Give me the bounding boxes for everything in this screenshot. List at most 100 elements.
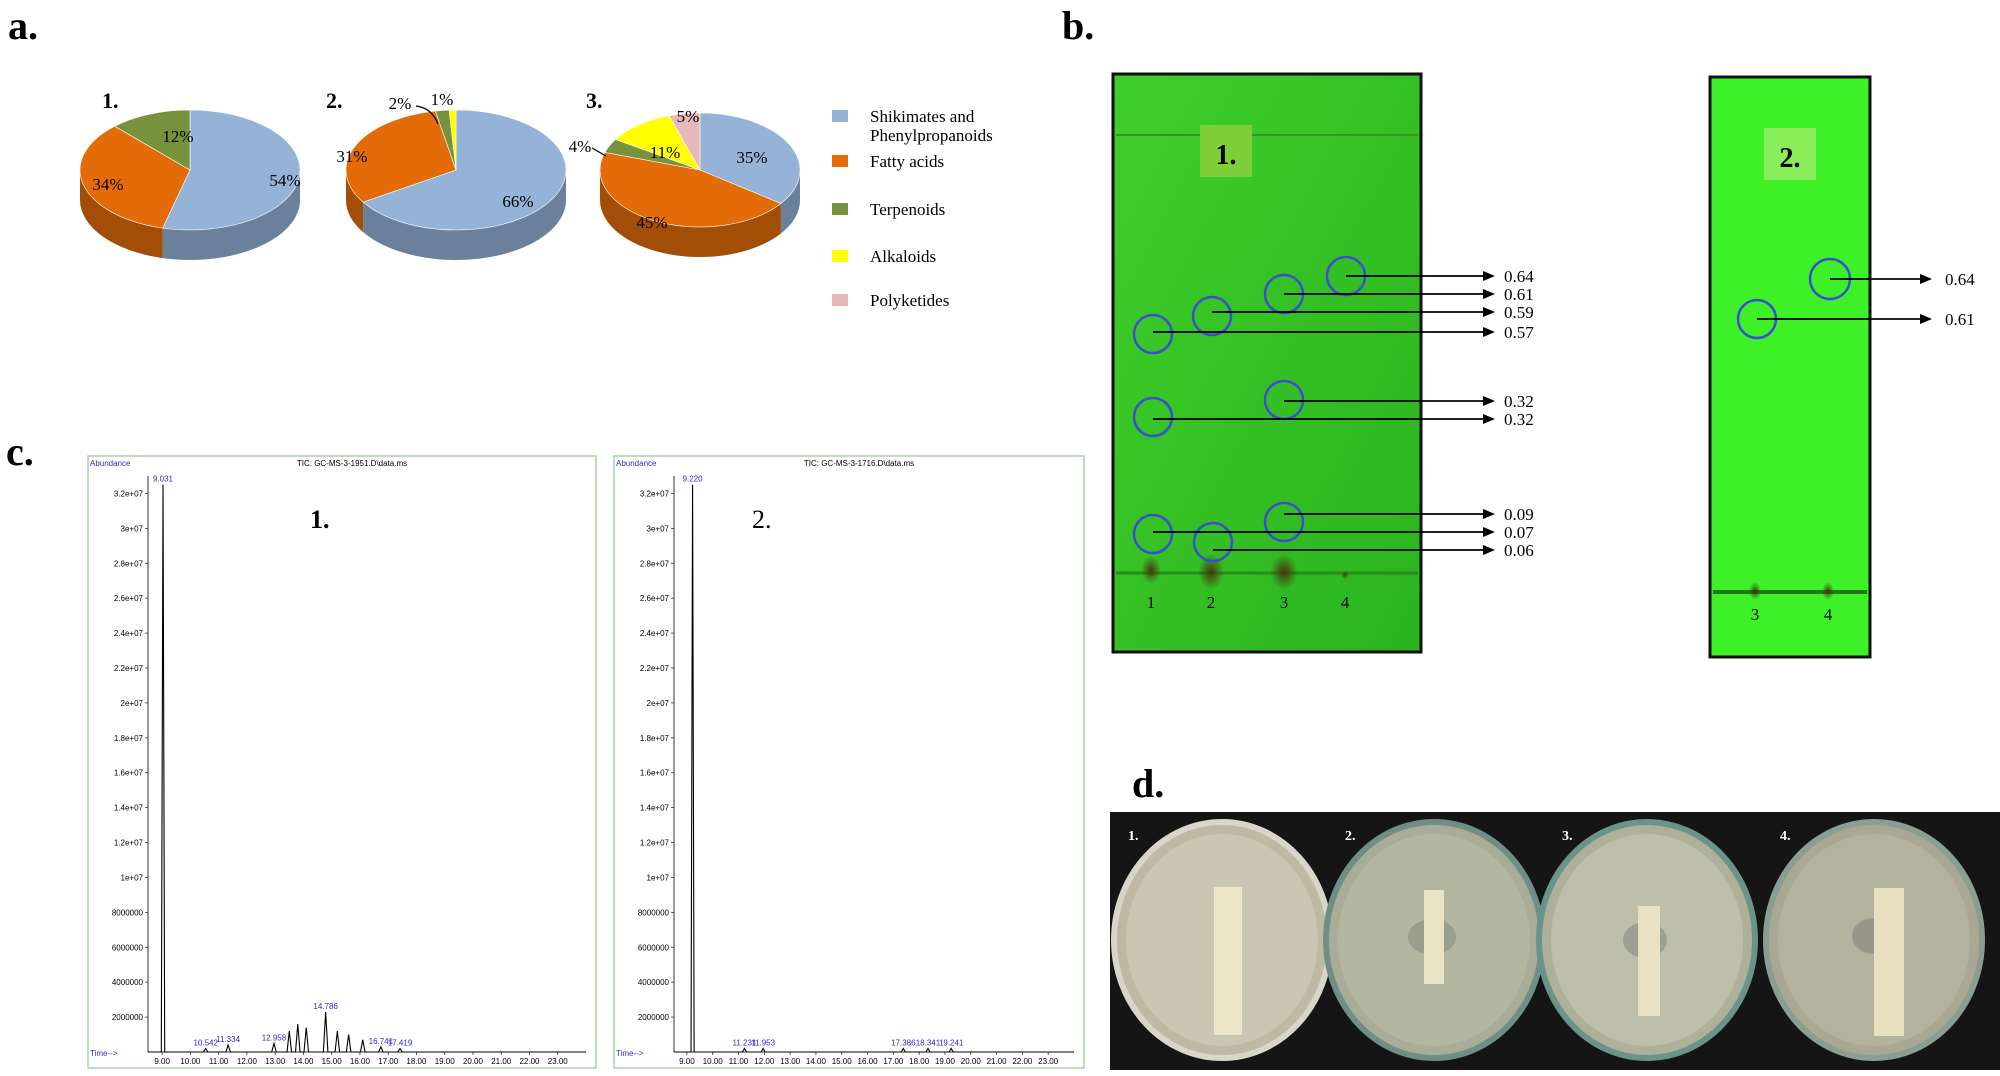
peak-label: 14.786 (313, 1002, 338, 1011)
x-tick-label: 23.00 (1038, 1057, 1059, 1066)
pie-slice-label: 12% (162, 127, 193, 146)
test-strip (1424, 890, 1444, 984)
plate-2-spot-lane-4 (1822, 582, 1834, 600)
x-tick-label: 15.00 (832, 1057, 853, 1066)
legend-swatch-alkaloids (832, 250, 848, 262)
y-tick-label: 1.8e+07 (114, 734, 144, 743)
pie-side (363, 170, 566, 260)
legend-swatch-terpenoids (832, 203, 848, 215)
pie-chart-number: 2. (326, 88, 343, 113)
x-tick-label: 16.00 (350, 1057, 371, 1066)
tic-trace (674, 484, 1074, 1053)
y-tick-label: 2.2e+07 (114, 664, 144, 673)
pie-slice-label: 5% (677, 107, 700, 126)
pie-slice-label: 4% (569, 137, 592, 156)
x-tick-label: 23.00 (548, 1057, 569, 1066)
chromatogram-title: TIC: GC-MS-3-1716.D\data.ms (804, 459, 914, 468)
legend-label-polyketides: Polyketides (870, 291, 949, 310)
peak-label: 9.031 (153, 475, 174, 484)
rf-value: 0.57 (1504, 323, 1534, 342)
rf-value: 0.64 (1504, 267, 1534, 286)
plate-1-band-circle (1132, 396, 1174, 438)
y-tick-label: 3.2e+07 (114, 489, 144, 498)
peak-label: 10.542 (193, 1039, 218, 1048)
plate-1-spot-lane-3 (1270, 554, 1298, 590)
rf-value: 0.32 (1504, 392, 1534, 411)
pie-slice-shikimates-and-phenylpropanoids (699, 112, 801, 204)
dish-label-2: 2. (1345, 829, 1356, 844)
x-tick-label: 22.00 (519, 1057, 540, 1066)
legend-label-shikimates-line2: Phenylpropanoids (870, 126, 993, 145)
y-tick-label: 2.6e+07 (640, 594, 670, 603)
pie-slice-shikimates-and-phenylpropanoids (362, 109, 567, 231)
pie-slice-label: 1% (431, 90, 454, 109)
x-tick-label: 9.00 (679, 1057, 695, 1066)
plate-1-label: 1. (1216, 140, 1237, 171)
pie-side (80, 170, 163, 259)
pie-charts: 54%34%12%1.66%31%2%1%2.35%45%4%11%5%3. S… (79, 88, 993, 310)
chromatogram-2-number: 2. (752, 505, 772, 534)
pie-chart-number: 3. (586, 88, 603, 113)
pie-chart-2: 66%31%2%1%2. (326, 88, 567, 260)
rf-value: 0.09 (1504, 505, 1534, 524)
pie-slice-label: 2% (389, 94, 412, 113)
plate-1-band-circle (1192, 521, 1234, 563)
x-tick-label: 14.00 (293, 1057, 314, 1066)
test-strip (1874, 888, 1904, 1036)
plate-1-spot-lane-4 (1341, 571, 1349, 579)
y-tick-label: 4000000 (638, 978, 670, 987)
pie-chart-1: 54%34%12%1. (79, 88, 301, 260)
plate-2-lane-3: 3 (1751, 605, 1760, 624)
tlc-plate-1: 1. 1 2 3 4 (1111, 72, 1534, 654)
y-tick-label: 1.4e+07 (114, 804, 144, 813)
panel-label-a: a. (8, 3, 38, 48)
peak-label: 18.341 (916, 1039, 941, 1048)
pie-slice-alkaloids (448, 109, 457, 171)
y-tick-label: 2.8e+07 (114, 559, 144, 568)
rf-value: 0.61 (1945, 310, 1975, 329)
panel-label-d: d. (1132, 761, 1165, 806)
plate-1-band-circle (1132, 313, 1174, 355)
plate-1-spot-lane-2 (1198, 554, 1224, 590)
y-tick-label: 1.4e+07 (640, 804, 670, 813)
y-tick-label: 4000000 (112, 978, 144, 987)
y-tick-label: 8000000 (112, 908, 144, 917)
pie-slice-label: 54% (269, 171, 300, 190)
rf-value: 0.61 (1504, 285, 1534, 304)
pie-slice-label: 45% (636, 213, 667, 232)
y-tick-label: 2.2e+07 (640, 664, 670, 673)
y-tick-label: 1e+07 (647, 873, 670, 882)
legend-label-alkaloids: Alkaloids (870, 247, 936, 266)
pie-slice-shikimates-and-phenylpropanoids (162, 109, 301, 231)
peak-label: 17.419 (388, 1039, 413, 1048)
petri-dish-photo: 1. 2. 3. 4. (1110, 812, 2000, 1070)
x-tick-label: 22.00 (1012, 1057, 1033, 1066)
x-tick-label: 21.00 (491, 1057, 512, 1066)
chromatogram-1-number: 1. (310, 505, 330, 534)
pie-legend: Shikimates and Phenylpropanoids Fatty ac… (832, 107, 993, 310)
panel-label-b: b. (1062, 3, 1095, 48)
legend-swatch-shikimates (832, 110, 848, 122)
peak-label: 16.741 (369, 1037, 394, 1046)
legend-label-fatty-acids: Fatty acids (870, 152, 944, 171)
y-tick-label: 1.2e+07 (114, 839, 144, 848)
x-axis-label: Time--> (616, 1049, 644, 1058)
plate-2-label: 2. (1780, 143, 1801, 174)
x-tick-label: 20.00 (463, 1057, 484, 1066)
peak-label: 17.386 (891, 1039, 916, 1048)
peak-label: 11.334 (216, 1035, 240, 1044)
legend-label-terpenoids: Terpenoids (870, 200, 945, 219)
y-tick-label: 2e+07 (121, 699, 144, 708)
y-tick-label: 3.2e+07 (640, 489, 670, 498)
chromatogram-frame (613, 455, 1085, 1069)
y-tick-label: 3e+07 (647, 524, 670, 533)
petri-dish-2: 2. (1323, 819, 1545, 1061)
petri-dish-3: 3. (1536, 819, 1758, 1061)
legend-label-shikimates-line1: Shikimates and (870, 107, 975, 126)
rf-value: 0.64 (1945, 270, 1975, 289)
rf-value: 0.32 (1504, 410, 1534, 429)
pie-side (780, 170, 800, 234)
plate-1-lane-4: 4 (1341, 593, 1350, 612)
dish-label-1: 1. (1128, 829, 1139, 844)
y-tick-label: 6000000 (112, 943, 144, 952)
